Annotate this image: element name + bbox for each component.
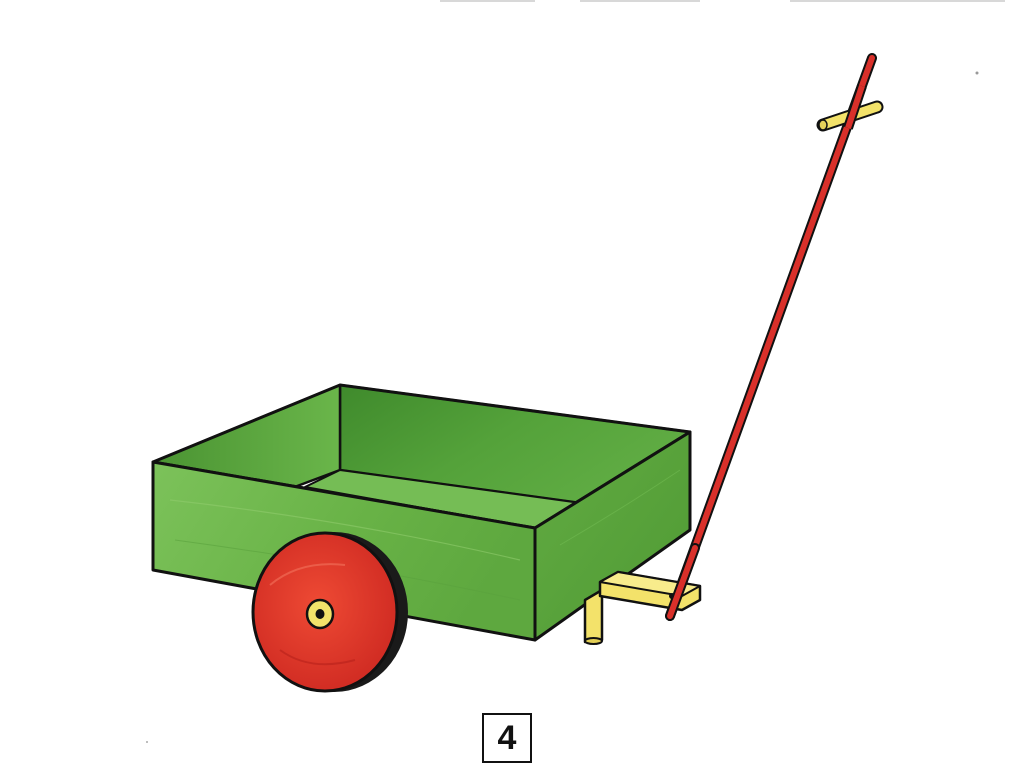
figure-number-label: 4 — [482, 713, 532, 763]
cart-wheel — [251, 531, 408, 693]
scan-edge-line — [790, 0, 1005, 2]
pull-handle — [665, 53, 884, 621]
cart-box — [151, 383, 692, 642]
scan-edge-line — [580, 0, 700, 2]
pull-handle-end — [665, 543, 700, 621]
scan-edge-line — [440, 0, 535, 2]
scan-speck — [146, 741, 148, 743]
scan-speck — [975, 71, 979, 75]
